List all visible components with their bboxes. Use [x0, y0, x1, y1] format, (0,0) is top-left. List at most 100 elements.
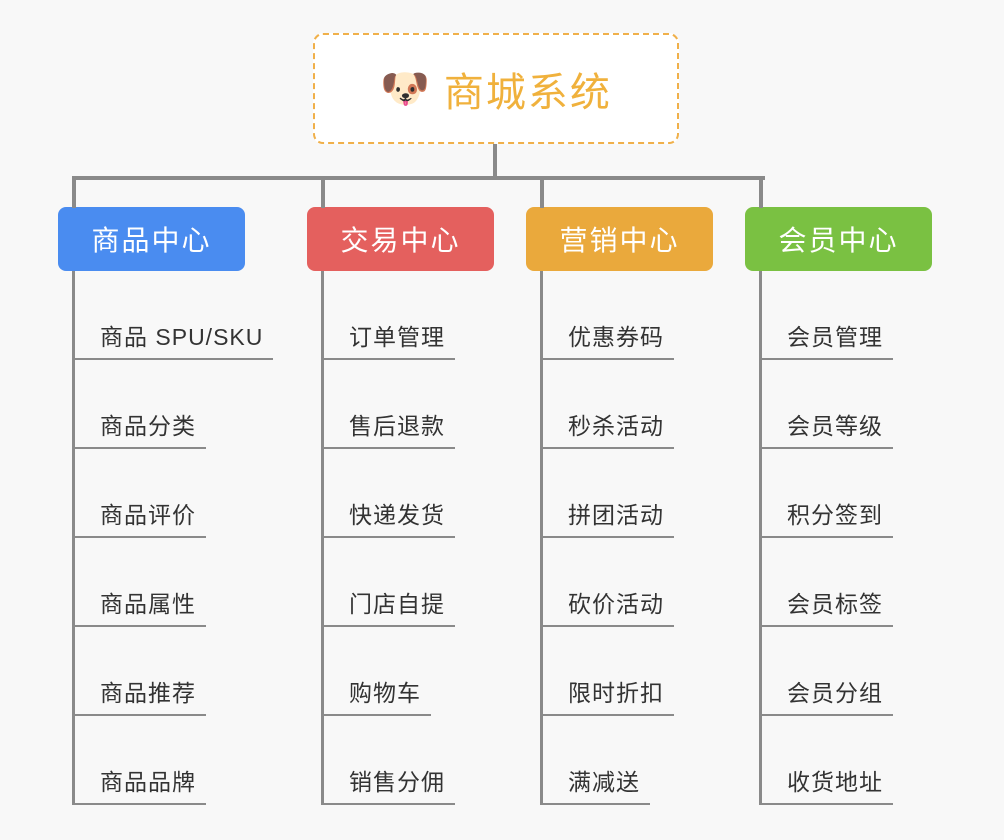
- branch-header-1[interactable]: 商品中心: [58, 207, 245, 271]
- leaf-list-1: 商品 SPU/SKU 商品分类商品评价商品属性商品推荐商品品牌: [58, 271, 274, 805]
- leaf-underline: 商品品牌: [72, 763, 206, 805]
- leaf-item[interactable]: 售后退款: [307, 360, 494, 449]
- leaf-item[interactable]: 商品属性: [58, 538, 245, 627]
- leaf-underline: 门店自提: [321, 585, 455, 627]
- leaf-underline: 会员管理: [759, 318, 893, 360]
- leaf-item-label: 会员标签: [787, 591, 883, 617]
- leaf-item-label: 购物车: [349, 680, 421, 706]
- connector-drop-2: [321, 176, 325, 208]
- leaf-item-label: 订单管理: [349, 324, 445, 350]
- branch-trunk-2: [321, 271, 324, 805]
- leaf-item-label: 砍价活动: [568, 591, 664, 617]
- root-node-title: 商城系统: [443, 70, 612, 115]
- leaf-item[interactable]: 门店自提: [307, 538, 494, 627]
- leaf-item[interactable]: 商品 SPU/SKU: [58, 271, 274, 360]
- leaf-item[interactable]: 秒杀活动: [526, 360, 713, 449]
- leaf-item[interactable]: 商品分类: [58, 360, 245, 449]
- branch-header-label: 交易中心: [340, 225, 461, 256]
- leaf-item[interactable]: 拼团活动: [526, 449, 713, 538]
- branch-header-3[interactable]: 营销中心: [526, 207, 713, 271]
- branch-header-label: 会员中心: [778, 225, 899, 256]
- leaf-item[interactable]: 积分签到: [745, 449, 932, 538]
- leaf-underline: 快递发货: [321, 496, 455, 538]
- leaf-underline: 限时折扣: [540, 674, 674, 716]
- leaf-underline: 商品分类: [72, 407, 206, 449]
- leaf-underline: 购物车: [321, 674, 431, 716]
- leaf-list-4: 会员管理会员等级积分签到会员标签会员分组收货地址: [745, 271, 932, 805]
- connector-horizontal-bus: [72, 176, 765, 180]
- leaf-item[interactable]: 会员管理: [745, 271, 932, 360]
- leaf-item-label: 商品品牌: [100, 769, 196, 795]
- leaf-underline: 会员分组: [759, 674, 893, 716]
- leaf-item-label: 商品 SPU/SKU: [100, 324, 264, 350]
- leaf-item-label: 销售分佣: [349, 769, 445, 795]
- leaf-list-3: 优惠券码秒杀活动拼团活动砍价活动限时折扣满减送: [526, 271, 713, 805]
- leaf-item[interactable]: 限时折扣: [526, 627, 713, 716]
- leaf-item-label: 优惠券码: [568, 324, 664, 350]
- leaf-item-label: 秒杀活动: [568, 413, 664, 439]
- branch-column-2: 交易中心订单管理售后退款快递发货门店自提购物车销售分佣: [307, 207, 494, 805]
- leaf-underline: 积分签到: [759, 496, 893, 538]
- leaf-item-label: 商品分类: [100, 413, 196, 439]
- branch-column-3: 营销中心优惠券码秒杀活动拼团活动砍价活动限时折扣满减送: [526, 207, 713, 805]
- leaf-item[interactable]: 砍价活动: [526, 538, 713, 627]
- leaf-underline: 订单管理: [321, 318, 455, 360]
- branch-header-2[interactable]: 交易中心: [307, 207, 494, 271]
- leaf-underline: 砍价活动: [540, 585, 674, 627]
- leaf-item-label: 会员管理: [787, 324, 883, 350]
- leaf-item[interactable]: 会员等级: [745, 360, 932, 449]
- leaf-underline: 秒杀活动: [540, 407, 674, 449]
- leaf-item[interactable]: 销售分佣: [307, 716, 494, 805]
- leaf-item-label: 快递发货: [349, 502, 445, 528]
- leaf-underline: 收货地址: [759, 763, 893, 805]
- leaf-item[interactable]: 会员标签: [745, 538, 932, 627]
- branch-trunk-3: [540, 271, 543, 805]
- leaf-list-2: 订单管理售后退款快递发货门店自提购物车销售分佣: [307, 271, 494, 805]
- branch-header-label: 营销中心: [559, 225, 680, 256]
- branch-header-4[interactable]: 会员中心: [745, 207, 932, 271]
- leaf-item[interactable]: 商品评价: [58, 449, 245, 538]
- leaf-item-label: 收货地址: [787, 769, 883, 795]
- leaf-item-label: 商品推荐: [100, 680, 196, 706]
- leaf-underline: 售后退款: [321, 407, 455, 449]
- root-node-mall-system[interactable]: 🐶 商城系统: [313, 33, 679, 144]
- leaf-underline: 拼团活动: [540, 496, 674, 538]
- leaf-item[interactable]: 会员分组: [745, 627, 932, 716]
- leaf-item-label: 售后退款: [349, 413, 445, 439]
- leaf-underline: 满减送: [540, 763, 650, 805]
- branch-trunk-1: [72, 271, 75, 805]
- leaf-item-label: 限时折扣: [568, 680, 664, 706]
- leaf-item-label: 拼团活动: [568, 502, 664, 528]
- leaf-item-label: 会员分组: [787, 680, 883, 706]
- leaf-item-label: 商品属性: [100, 591, 196, 617]
- leaf-item[interactable]: 购物车: [307, 627, 494, 716]
- leaf-item-label: 满减送: [568, 769, 640, 795]
- leaf-item-label: 积分签到: [787, 502, 883, 528]
- connector-drop-4: [759, 176, 763, 208]
- leaf-underline: 商品 SPU/SKU: [72, 318, 274, 360]
- branch-column-4: 会员中心会员管理会员等级积分签到会员标签会员分组收货地址: [745, 207, 932, 805]
- leaf-item[interactable]: 收货地址: [745, 716, 932, 805]
- leaf-underline: 商品推荐: [72, 674, 206, 716]
- leaf-underline: 会员标签: [759, 585, 893, 627]
- leaf-item[interactable]: 快递发货: [307, 449, 494, 538]
- branch-column-1: 商品中心商品 SPU/SKU 商品分类商品评价商品属性商品推荐商品品牌: [58, 207, 274, 805]
- connector-root-stem: [493, 144, 497, 179]
- leaf-item-label: 商品评价: [100, 502, 196, 528]
- branch-trunk-4: [759, 271, 762, 805]
- leaf-underline: 优惠券码: [540, 318, 674, 360]
- leaf-item[interactable]: 订单管理: [307, 271, 494, 360]
- leaf-underline: 会员等级: [759, 407, 893, 449]
- leaf-item-label: 会员等级: [787, 413, 883, 439]
- connector-drop-3: [540, 176, 544, 208]
- connector-drop-1: [72, 176, 76, 208]
- dog-face-icon: 🐶: [380, 66, 430, 111]
- leaf-item[interactable]: 满减送: [526, 716, 713, 805]
- leaf-underline: 销售分佣: [321, 763, 455, 805]
- leaf-underline: 商品属性: [72, 585, 206, 627]
- leaf-item[interactable]: 商品推荐: [58, 627, 245, 716]
- leaf-item[interactable]: 优惠券码: [526, 271, 713, 360]
- leaf-item[interactable]: 商品品牌: [58, 716, 245, 805]
- leaf-underline: 商品评价: [72, 496, 206, 538]
